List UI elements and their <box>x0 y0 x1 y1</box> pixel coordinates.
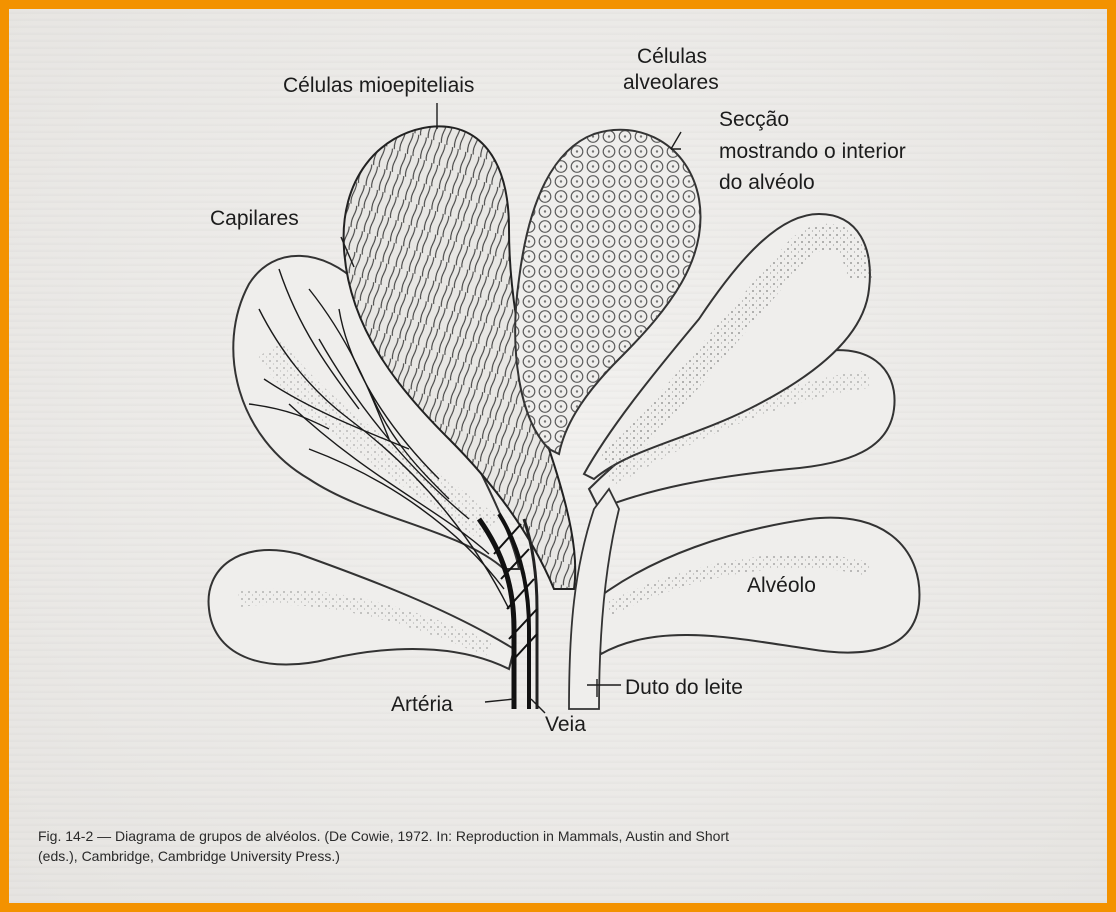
figure-caption: Fig. 14-2 — Diagrama de grupos de alvéol… <box>38 826 1108 866</box>
label-arteria: Artéria <box>391 693 453 717</box>
alveolus-bottom-left <box>209 550 514 669</box>
label-seccao-2: mostrando o interior <box>719 140 906 164</box>
label-seccao-1: Secção <box>719 108 789 132</box>
alveoli-illustration <box>9 9 1107 903</box>
caption-line-2: (eds.), Cambridge, Cambridge University … <box>38 846 1108 866</box>
label-celulas-alveolares-1: Células <box>637 45 707 69</box>
label-celulas-mioepiteliais: Células mioepiteliais <box>283 74 474 98</box>
label-veia: Veia <box>545 713 586 737</box>
label-capilares: Capilares <box>210 207 299 231</box>
label-alveolo: Alvéolo <box>747 574 816 598</box>
label-seccao-3: do alvéolo <box>719 171 815 195</box>
caption-line-1: Fig. 14-2 — Diagrama de grupos de alvéol… <box>38 826 1108 846</box>
label-duto-do-leite: Duto do leite <box>625 676 743 700</box>
label-celulas-alveolares-2: alveolares <box>623 71 719 95</box>
